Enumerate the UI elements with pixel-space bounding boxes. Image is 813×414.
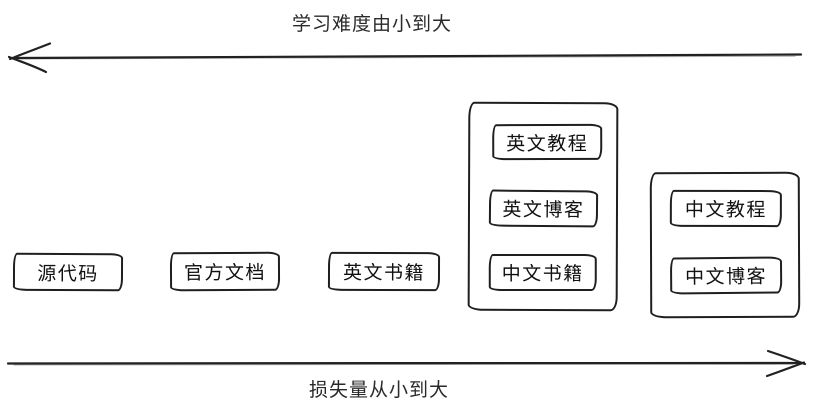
- node-chinese-blogs: 中文博客: [669, 256, 783, 295]
- group-chinese: 中文教程 中文博客: [649, 171, 801, 319]
- node-chinese-books: 中文书籍: [488, 253, 597, 292]
- node-label: 英文书籍: [342, 261, 426, 285]
- node-label: 官方文档: [183, 261, 267, 285]
- node-official-docs: 官方文档: [169, 251, 281, 292]
- node-english-books: 英文书籍: [327, 251, 441, 292]
- group-english-and-chinese-books: 英文教程 英文博客 中文书籍: [467, 101, 619, 312]
- node-label: 中文书籍: [501, 262, 584, 286]
- top-axis-label: 学习难度由小到大: [292, 13, 453, 35]
- left-arrow: [7, 42, 803, 74]
- bottom-axis-label: 损失量从小到大: [309, 379, 450, 401]
- node-chinese-tutorials: 中文教程: [669, 189, 782, 228]
- node-label: 中文教程: [684, 198, 767, 222]
- node-english-tutorials: 英文教程: [492, 123, 603, 161]
- node-label: 英文博客: [502, 198, 585, 222]
- node-source-code: 源代码: [12, 252, 124, 292]
- node-english-blogs: 英文博客: [488, 189, 599, 228]
- node-label: 源代码: [37, 262, 99, 285]
- node-label: 中文博客: [685, 265, 768, 289]
- node-label: 英文教程: [506, 132, 589, 155]
